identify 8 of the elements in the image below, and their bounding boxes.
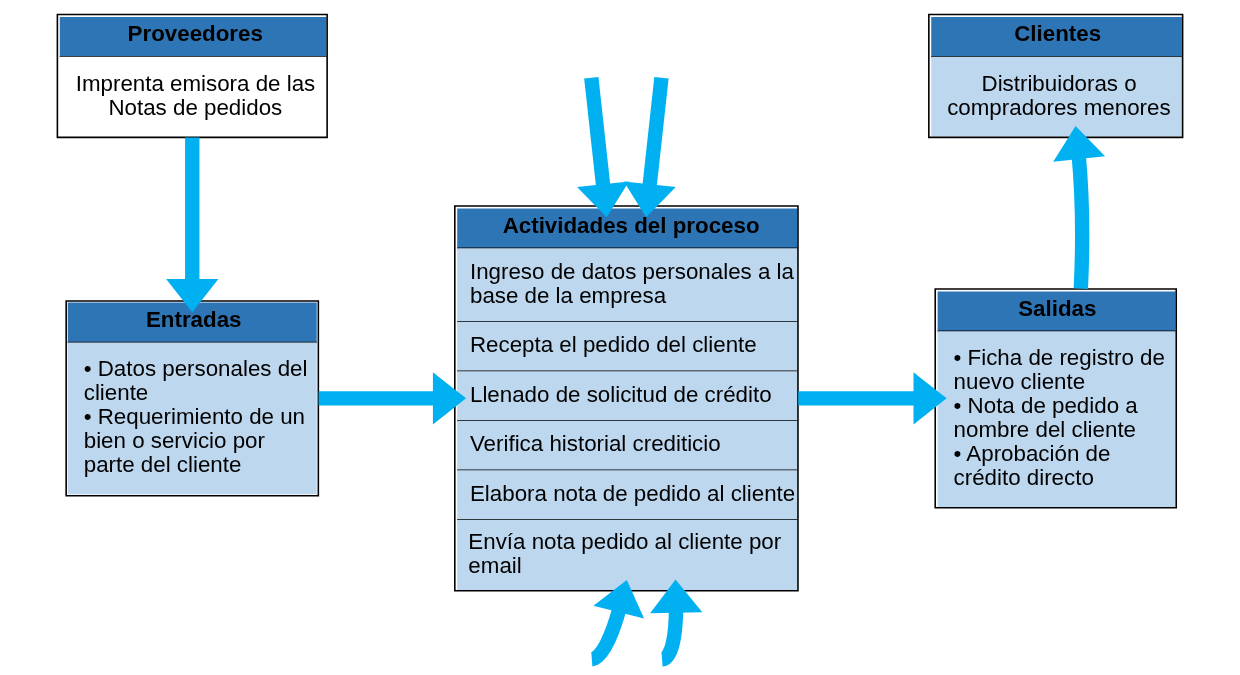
arrow bbox=[798, 372, 947, 425]
arrow bbox=[318, 372, 467, 425]
arrow bbox=[166, 137, 219, 313]
arrow bbox=[623, 77, 676, 218]
arrow bbox=[589, 579, 645, 667]
arrow bbox=[650, 579, 703, 667]
arrow bbox=[1053, 126, 1106, 289]
arrow bbox=[577, 77, 629, 218]
